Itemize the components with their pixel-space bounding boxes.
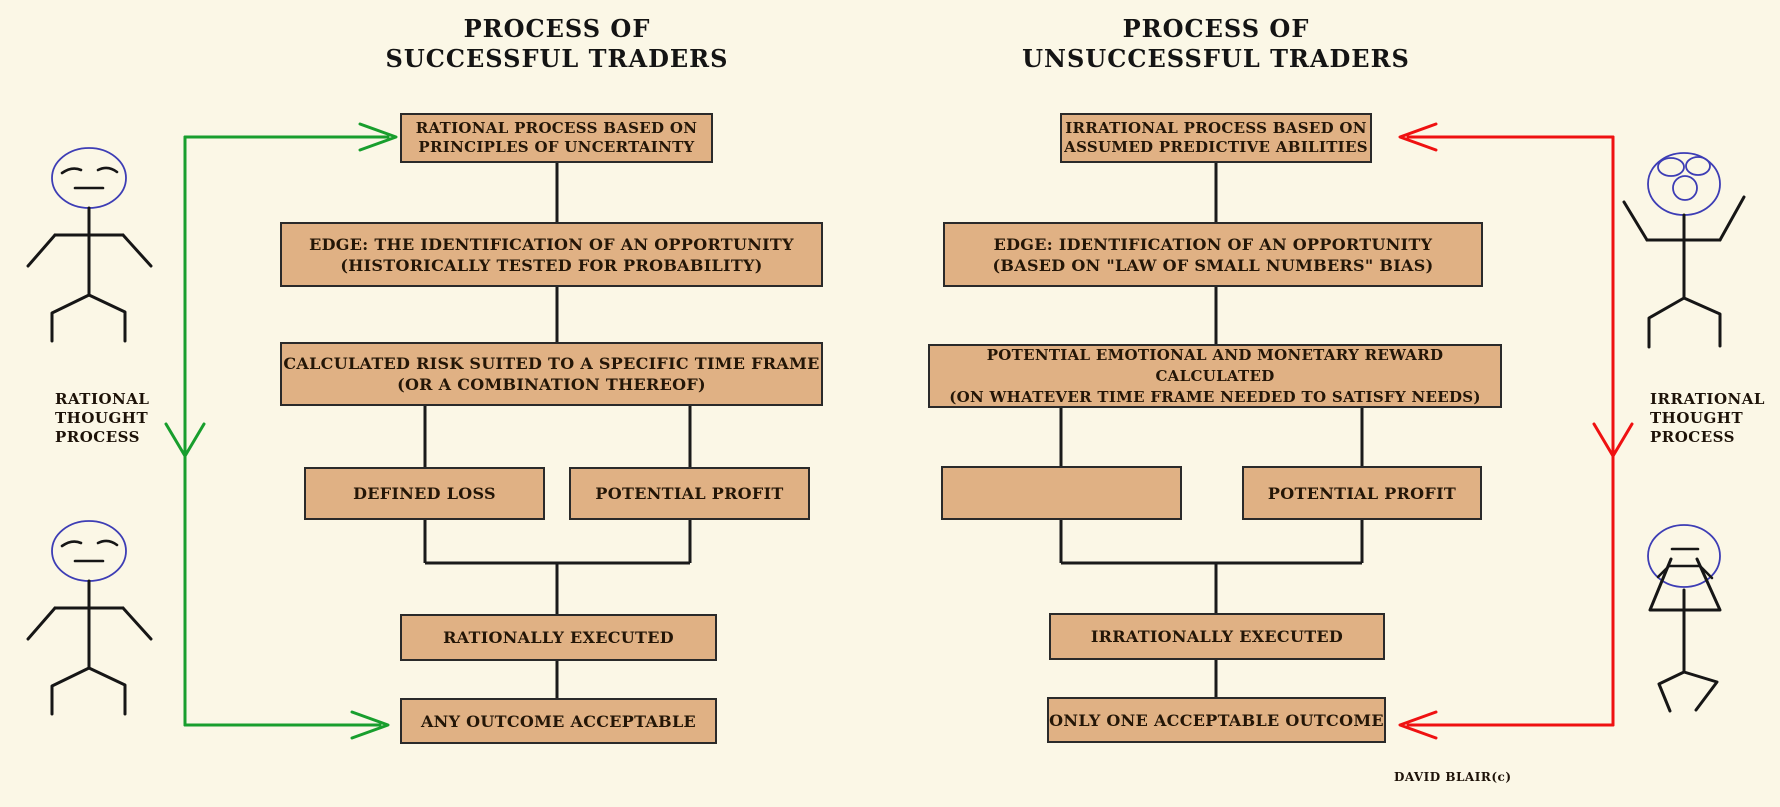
flow-box-defined-loss: DEFINED LOSS: [304, 467, 545, 520]
dejected-trader-figure-icon: [1647, 524, 1722, 713]
flow-box-irrational-process: IRRATIONAL PROCESS BASED ON ASSUMED PRED…: [1060, 113, 1372, 163]
flow-box-edge-identification-right: EDGE: IDENTIFICATION OF AN OPPORTUNITY (…: [943, 222, 1483, 287]
flow-box-rational-process: RATIONAL PROCESS BASED ON PRINCIPLES OF …: [400, 113, 713, 163]
flow-box-edge-identification-left: EDGE: THE IDENTIFICATION OF AN OPPORTUNI…: [280, 222, 823, 287]
flow-box-reward-calculated: POTENTIAL EMOTIONAL AND MONETARY REWARD …: [928, 344, 1502, 408]
flow-connectors-right: [1059, 163, 1364, 697]
rational-thought-arrow: [164, 122, 398, 740]
calm-trader-figure-bottom-icon: [26, 520, 153, 716]
flow-box-only-one-acceptable-outcome: ONLY ONE ACCEPTABLE OUTCOME: [1047, 697, 1386, 743]
flow-box-blank-loss: [941, 466, 1182, 520]
flow-box-calculated-risk: CALCULATED RISK SUITED TO A SPECIFIC TIM…: [280, 342, 823, 406]
flow-box-potential-profit-right: POTENTIAL PROFIT: [1242, 466, 1482, 520]
flow-box-any-outcome-acceptable: ANY OUTCOME ACCEPTABLE: [400, 698, 717, 744]
flow-connectors-left: [423, 163, 692, 698]
unsuccessful-process-title: PROCESS OF UNSUCCESSFUL TRADERS: [1022, 14, 1410, 73]
author-credit: DAVID BLAIR(c): [1394, 770, 1512, 784]
irrational-thought-arrow: [1398, 122, 1634, 740]
wide-eyed-trader-figure-icon: [1622, 152, 1746, 349]
irrational-thought-process-label: IRRATIONAL THOUGHT PROCESS: [1650, 390, 1765, 446]
rational-thought-process-label: RATIONAL THOUGHT PROCESS: [55, 390, 150, 446]
successful-process-title: PROCESS OF SUCCESSFUL TRADERS: [385, 14, 729, 73]
flow-box-irrationally-executed: IRRATIONALLY EXECUTED: [1049, 613, 1385, 660]
calm-trader-figure-top-icon: [26, 147, 153, 343]
flow-box-rationally-executed: RATIONALLY EXECUTED: [400, 614, 717, 661]
flow-box-potential-profit-left: POTENTIAL PROFIT: [569, 467, 810, 520]
